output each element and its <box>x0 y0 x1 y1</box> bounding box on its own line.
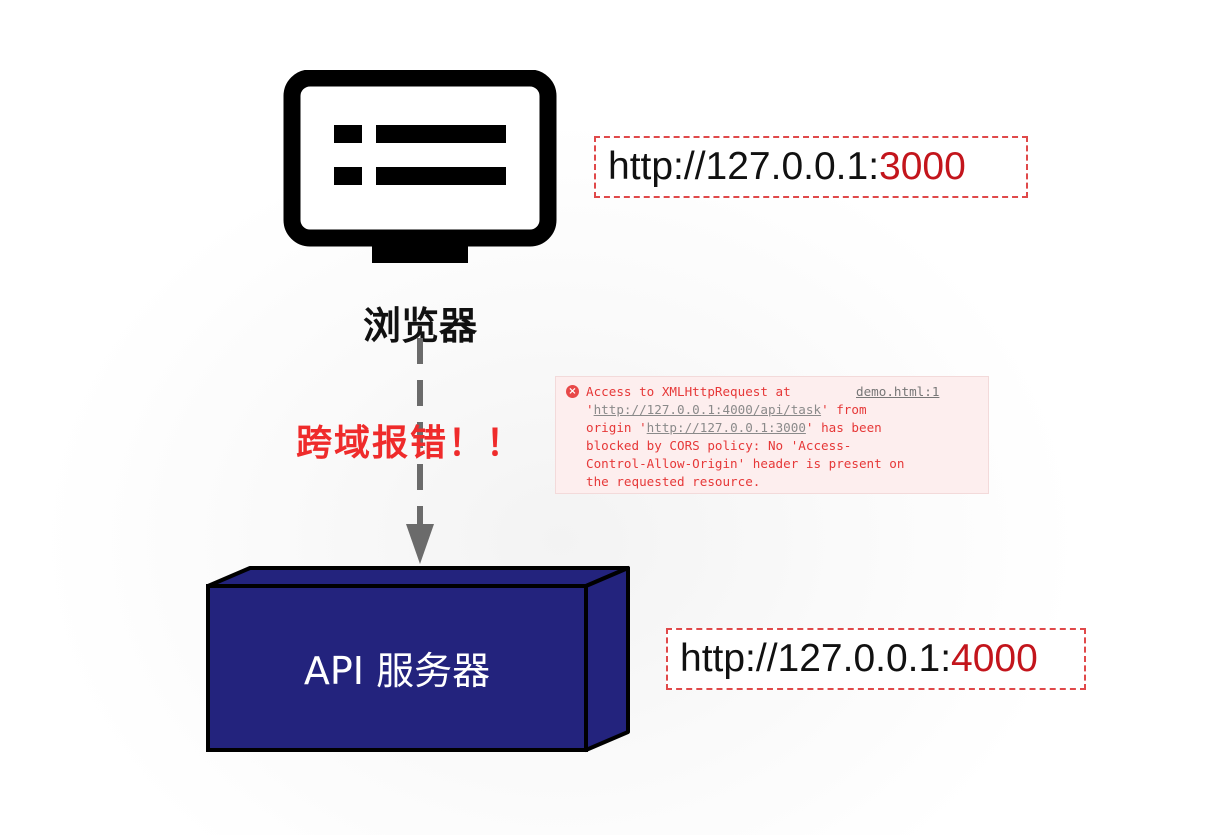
browser-url-port: 3000 <box>879 145 966 188</box>
console-source-link[interactable]: demo.html:1 <box>856 384 940 399</box>
console-line-5: Control-Allow-Origin' header is present … <box>586 456 905 471</box>
server-url: http://127.0.0.1:4000 <box>666 628 1086 690</box>
console-target-url[interactable]: http://127.0.0.1:4000/api/task <box>593 402 822 417</box>
console-quote: ' <box>586 402 594 417</box>
console-line-6: the requested resource. <box>586 474 761 489</box>
server-url-port: 4000 <box>951 637 1038 680</box>
api-server-label: API 服务器 <box>303 649 491 693</box>
browser-origin-url: http://127.0.0.1:3000 <box>594 136 1028 198</box>
request-arrow <box>406 338 434 564</box>
server-url-prefix: http://127.0.0.1: <box>680 637 952 680</box>
cors-error-label: 跨域报错！！ <box>296 423 525 464</box>
browser-monitor-icon <box>283 70 557 263</box>
console-line-3-prefix: origin ' <box>586 420 647 435</box>
console-line-2-rest: ' from <box>821 402 867 417</box>
console-line-3-rest: ' has been <box>805 420 882 435</box>
console-origin-url[interactable]: http://127.0.0.1:3000 <box>646 420 806 435</box>
console-line-3: origin 'http://127.0.0.1:3000' has been <box>586 419 988 437</box>
api-server-box <box>206 566 630 752</box>
console-error-panel: × demo.html:1 Access to XMLHttpRequest a… <box>555 376 989 494</box>
browser-url-prefix: http://127.0.0.1: <box>608 145 880 188</box>
console-line-1: Access to XMLHttpRequest at <box>586 384 791 399</box>
console-line-4: blocked by CORS policy: No 'Access- <box>586 438 852 453</box>
console-line-2: 'http://127.0.0.1:4000/api/task' from <box>586 401 988 419</box>
error-icon: × <box>566 385 579 398</box>
